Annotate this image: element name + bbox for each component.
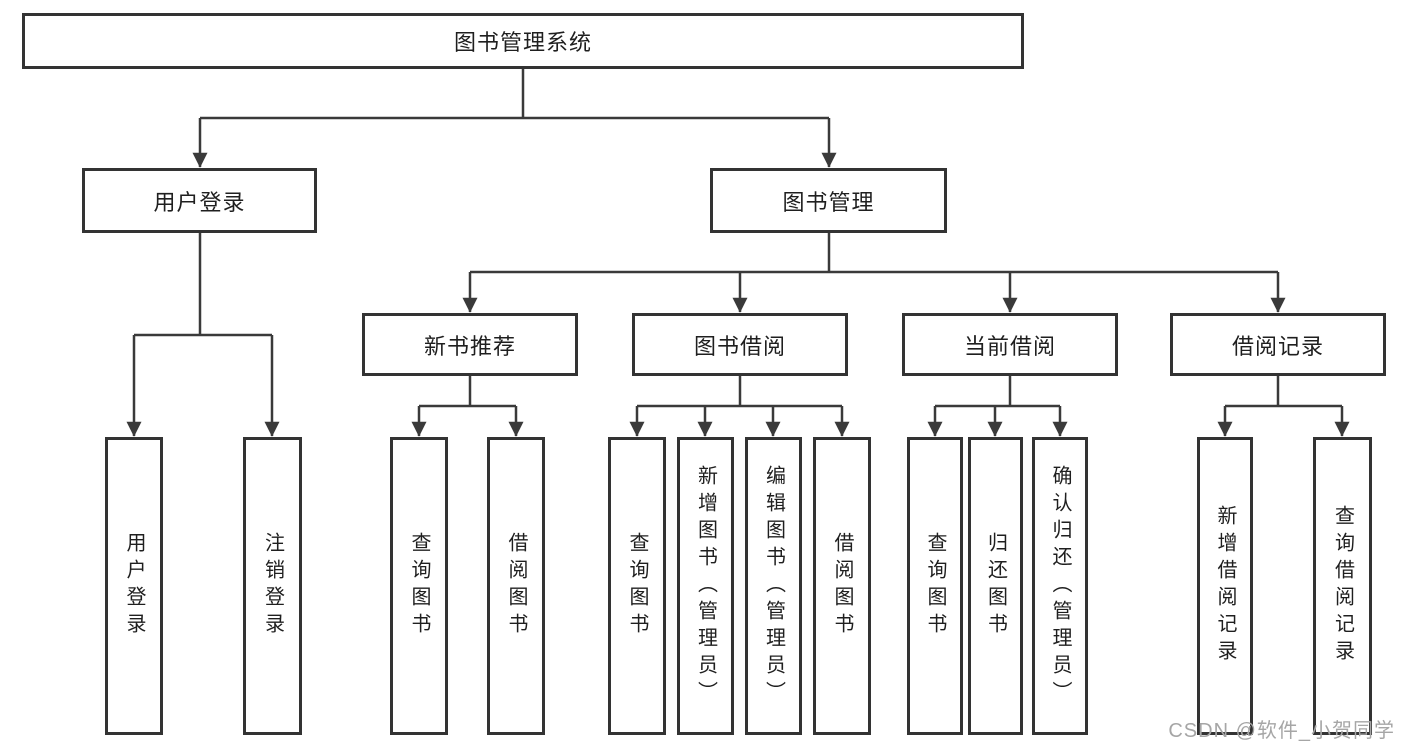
leaf-label: 归还图书 [984, 532, 1007, 640]
connector-book-management-split [470, 233, 1278, 274]
node-user-login: 用户登录 [82, 168, 317, 233]
node-leaf-borrow-book-recommend: 借阅图书 [487, 437, 545, 735]
leaf-label: 新增图书（管理员） [694, 464, 717, 708]
leaf-label: 借阅图书 [505, 532, 527, 640]
node-leaf-edit-book-admin: 编辑图书（管理员） [745, 437, 802, 735]
node-leaf-confirm-return-admin: 确认归还（管理员） [1032, 437, 1088, 735]
node-book-management: 图书管理 [710, 168, 947, 233]
node-new-book-recommend: 新书推荐 [362, 313, 578, 376]
node-leaf-add-book-admin: 新增图书（管理员） [677, 437, 734, 735]
node-leaf-query-book-borrow: 查询图书 [608, 437, 666, 735]
connector-user-login-split [134, 233, 272, 337]
node-leaf-user-login: 用户登录 [105, 437, 163, 735]
leaf-label: 新增借阅记录 [1214, 505, 1236, 667]
node-root-library-system: 图书管理系统 [22, 13, 1024, 69]
leaf-label: 借阅图书 [831, 532, 853, 640]
leaf-label: 查询图书 [408, 532, 430, 640]
node-leaf-return-book: 归还图书 [968, 437, 1023, 735]
leaf-label: 查询借阅记录 [1331, 505, 1354, 667]
leaf-label: 确认归还（管理员） [1049, 464, 1071, 708]
node-book-borrow: 图书借阅 [632, 313, 848, 376]
node-leaf-add-borrow-record: 新增借阅记录 [1197, 437, 1253, 735]
connector-book-borrow-split [637, 376, 842, 408]
node-leaf-logout: 注销登录 [243, 437, 302, 735]
node-borrow-records: 借阅记录 [1170, 313, 1386, 376]
leaf-label: 用户登录 [123, 532, 145, 640]
csdn-watermark: CSDN @软件_小贺同学 [1168, 720, 1395, 742]
connector-current-borrow-split [935, 376, 1060, 408]
node-current-borrow: 当前借阅 [902, 313, 1118, 376]
leaf-label: 查询图书 [626, 532, 648, 640]
leaf-label: 注销登录 [261, 532, 284, 640]
leaf-label: 查询图书 [924, 532, 946, 640]
connector-root-split [200, 69, 829, 120]
node-leaf-query-book-current: 查询图书 [907, 437, 963, 735]
node-leaf-query-borrow-record: 查询借阅记录 [1313, 437, 1372, 735]
node-leaf-query-book-recommend: 查询图书 [390, 437, 448, 735]
node-leaf-borrow-book: 借阅图书 [813, 437, 871, 735]
connector-borrow-records-split [1225, 376, 1342, 408]
leaf-label: 编辑图书（管理员） [762, 464, 785, 708]
connector-new-book-recommend-split [419, 376, 516, 408]
